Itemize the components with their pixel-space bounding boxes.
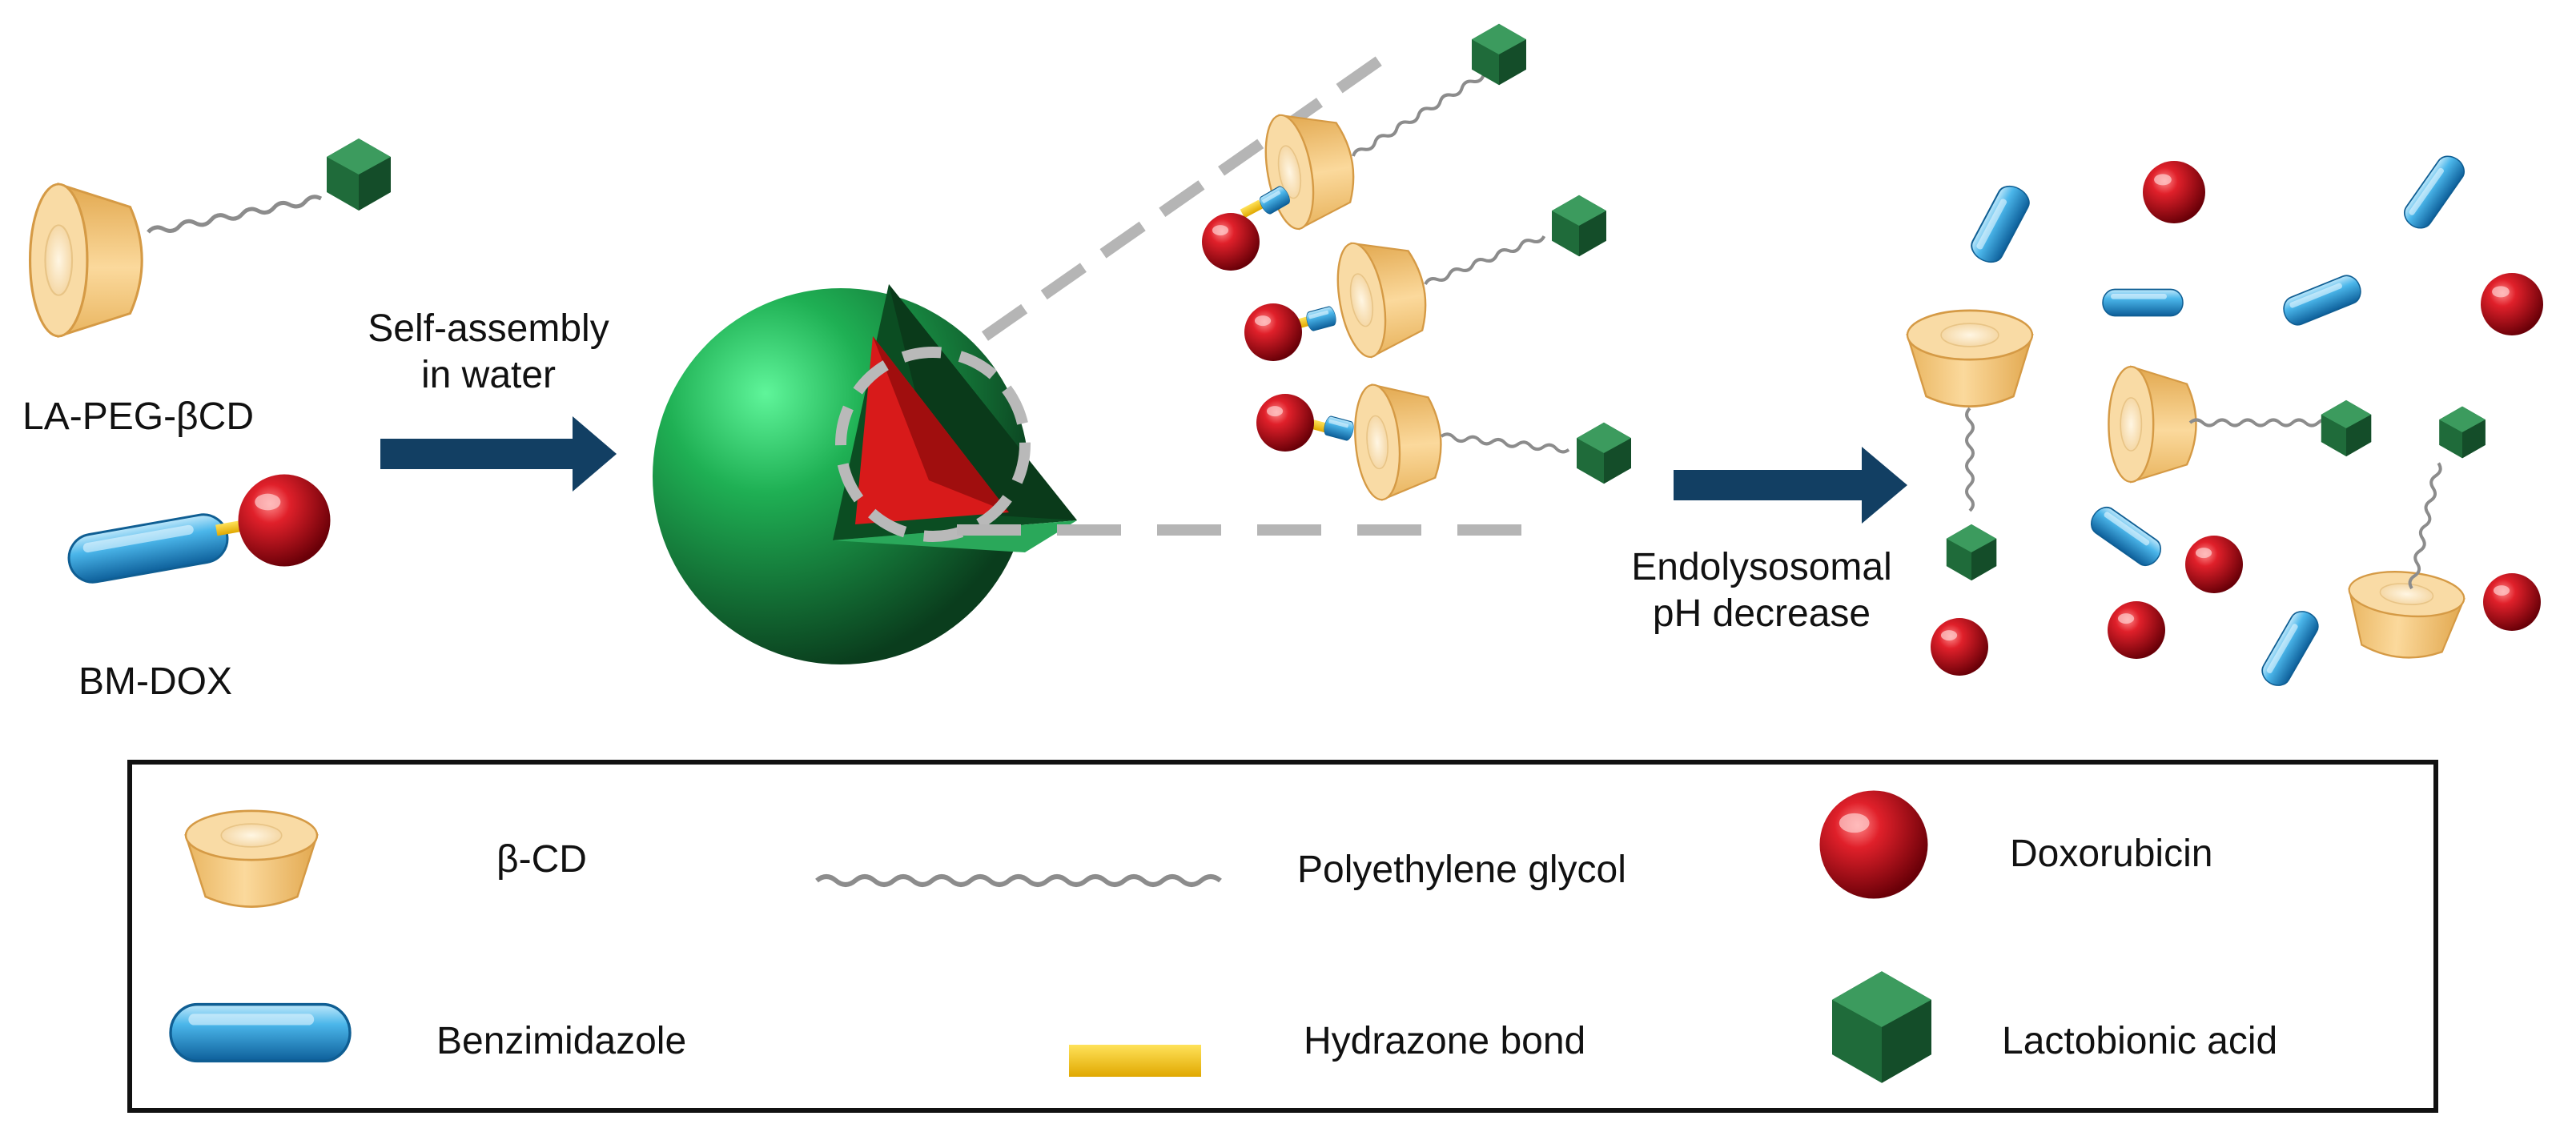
self-assembly-arrow	[380, 416, 617, 492]
released-benzimidazole	[2085, 501, 2167, 572]
bm-dox-benzimidazole	[63, 509, 233, 588]
legend-peg-icon	[815, 874, 1222, 887]
label-la-peg-bcd: LA-PEG-βCD	[22, 395, 254, 438]
micelle-nanoparticle	[653, 284, 1077, 664]
released-doxorubicin	[2483, 573, 2541, 631]
legend-bm-icon	[169, 1002, 352, 1063]
legend-label-peg: Polyethylene glycol	[1297, 849, 1626, 891]
label-ph-decrease-line1: Endolysosomal	[1631, 546, 1892, 588]
legend-label-bm: Benzimidazole	[436, 1020, 687, 1062]
legend-hydrazone-icon	[1069, 1045, 1201, 1077]
zoom-complex-1	[1202, 23, 1526, 271]
zoom-complex-2	[1244, 195, 1606, 362]
legend-cd-icon	[184, 809, 319, 908]
label-ph-decrease: Endolysosomal pH decrease	[1569, 544, 1954, 636]
legend-label-cd: β-CD	[496, 838, 587, 881]
released-cd-peg-la	[2342, 566, 2467, 664]
zoom-line-top	[981, 43, 1401, 341]
legend-label-dox: Doxorubicin	[2010, 833, 2213, 875]
legend-box	[127, 760, 2438, 1113]
la-peg-bcd-peg-chain	[147, 195, 323, 234]
released-doxorubicin	[2185, 536, 2243, 593]
released-doxorubicin	[2143, 161, 2205, 223]
released-benzimidazole	[2102, 288, 2184, 317]
released-doxorubicin	[2481, 273, 2543, 335]
la-peg-bcd-cyclodextrin	[28, 183, 143, 338]
bm-dox-doxorubicin	[238, 474, 331, 567]
la-peg-bcd-lactobionic-acid	[327, 138, 391, 211]
label-ph-decrease-line2: pH decrease	[1652, 592, 1871, 635]
label-self-assembly-line2: in water	[420, 353, 557, 396]
legend-dox-icon	[1819, 790, 1928, 899]
zoom-circle	[835, 347, 1031, 542]
released-benzimidazole	[2279, 271, 2365, 330]
legend-label-hydrazone: Hydrazone bond	[1304, 1020, 1586, 1062]
released-benzimidazole	[2398, 150, 2470, 235]
zoom-complex-3	[1256, 378, 1631, 503]
label-self-assembly-line1: Self-assembly	[368, 307, 609, 350]
legend-label-la: Lactobionic acid	[2002, 1020, 2278, 1062]
released-benzimidazole	[2257, 605, 2324, 692]
released-cd-peg-la	[1906, 309, 2034, 407]
label-self-assembly: Self-assembly in water	[336, 306, 641, 398]
released-doxorubicin	[2108, 601, 2165, 659]
label-bm-dox: BM-DOX	[78, 660, 232, 703]
released-benzimidazole	[1966, 180, 2035, 268]
released-cd-peg-la	[2108, 365, 2197, 484]
ph-decrease-arrow	[1674, 447, 1907, 524]
released-components	[1906, 150, 2543, 692]
